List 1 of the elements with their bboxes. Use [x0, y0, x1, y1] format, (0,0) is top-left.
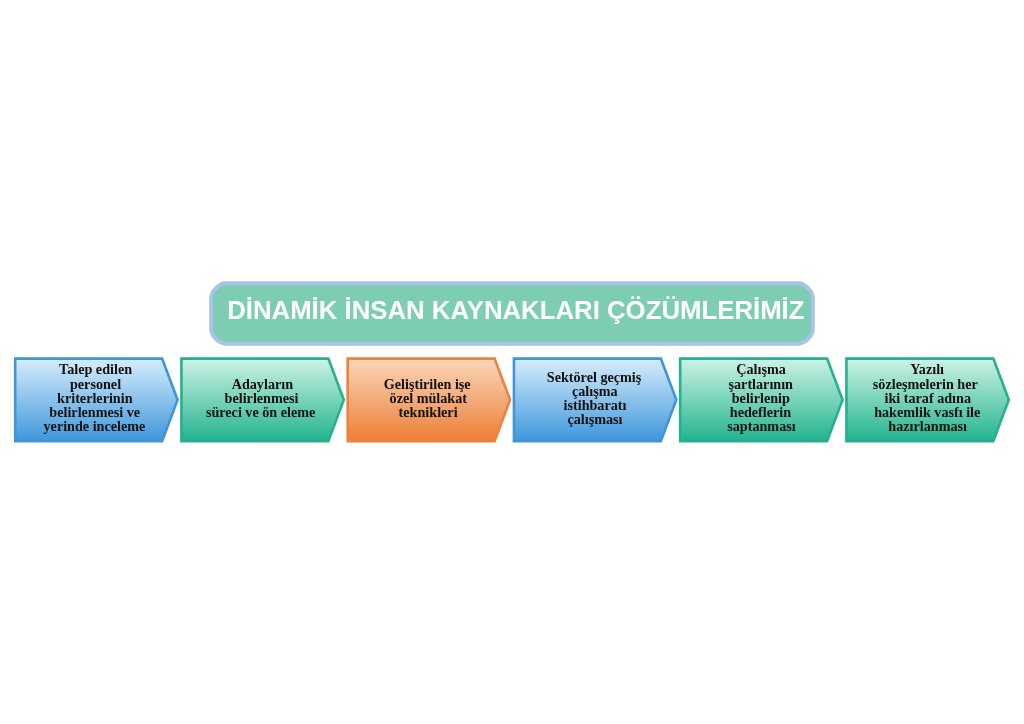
diagram-title: DİNAMİK İNSAN KAYNAKLARI ÇÖZÜMLERİMİZ — [227, 295, 805, 324]
